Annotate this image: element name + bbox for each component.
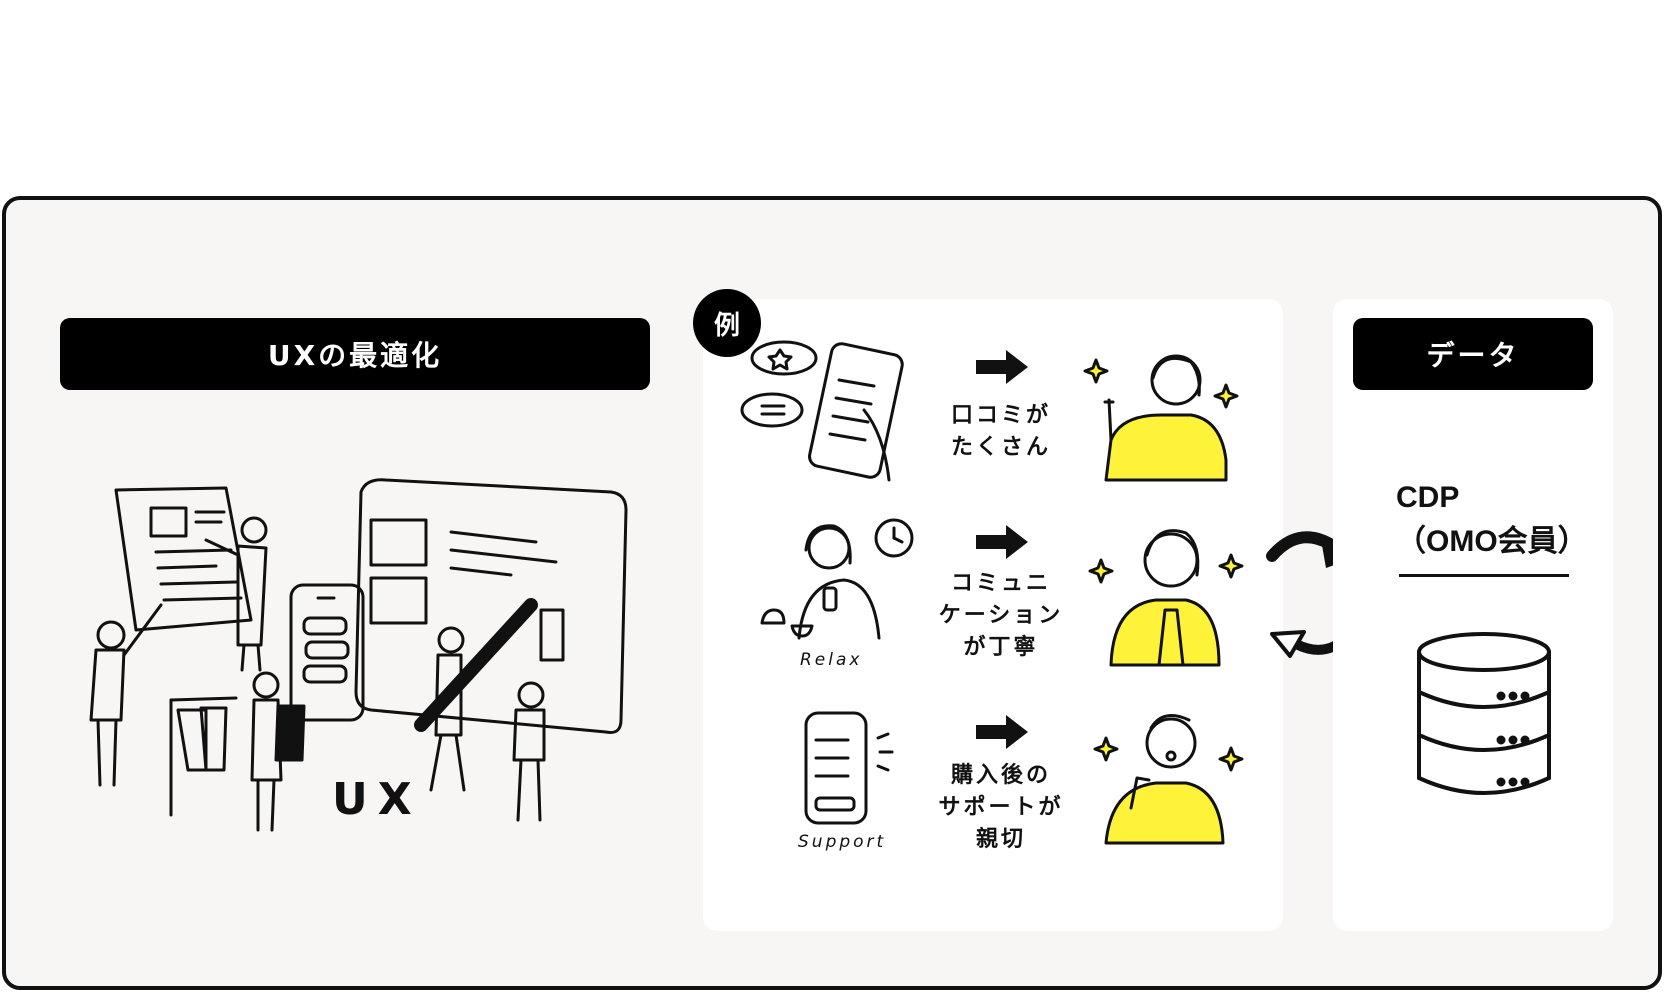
reviews-phone-illustration (740, 340, 904, 482)
ux-optimization-title: UXの最適化 (60, 318, 650, 390)
database-icon (1417, 632, 1551, 795)
example-badge-text: 例 (713, 310, 740, 341)
relax-label: Relax (800, 650, 863, 670)
cdp-line: CDP (1396, 481, 1460, 514)
caption-line: 口コミが (950, 403, 1051, 428)
caption-line: 親切 (975, 827, 1026, 852)
arrow-right-icon (976, 525, 1028, 559)
ux-mark: UX (332, 774, 422, 825)
row1-caption: 口コミが たくさん (926, 400, 1076, 464)
row3-caption: 購入後の サポートが 親切 (926, 760, 1076, 856)
caption-line: たくさん (950, 435, 1051, 460)
caption-line: コミュニ (950, 571, 1051, 596)
person-surprised-illustration (1093, 714, 1244, 845)
ux-team-illustration (89, 478, 628, 832)
arrow-right-icon (976, 350, 1028, 384)
relax-scene-illustration (760, 518, 914, 640)
cdp-line: （OMO会員） (1396, 525, 1588, 558)
support-phone-illustration (804, 711, 894, 825)
example-badge: 例 (693, 289, 761, 357)
data-title-text: データ (1426, 339, 1520, 372)
person-pointing-illustration (1083, 354, 1239, 482)
ux-optimization-title-text: UXの最適化 (267, 339, 443, 372)
caption-line: ケーション (938, 603, 1064, 628)
data-panel (1333, 299, 1613, 931)
arrow-right-icon (976, 715, 1028, 749)
support-label: Support (798, 832, 887, 852)
caption-line: が丁寧 (963, 635, 1039, 660)
cdp-label: CDP （OMO会員） (1396, 476, 1588, 564)
person-grateful-illustration (1088, 529, 1244, 667)
diagram-frame: UXの最適化 (2, 196, 1662, 990)
data-title: データ (1353, 318, 1593, 390)
cdp-underline (1399, 574, 1569, 577)
caption-line: サポートが (938, 795, 1064, 820)
row2-caption: コミュニ ケーション が丁寧 (926, 568, 1076, 664)
caption-line: 購入後の (950, 763, 1051, 788)
